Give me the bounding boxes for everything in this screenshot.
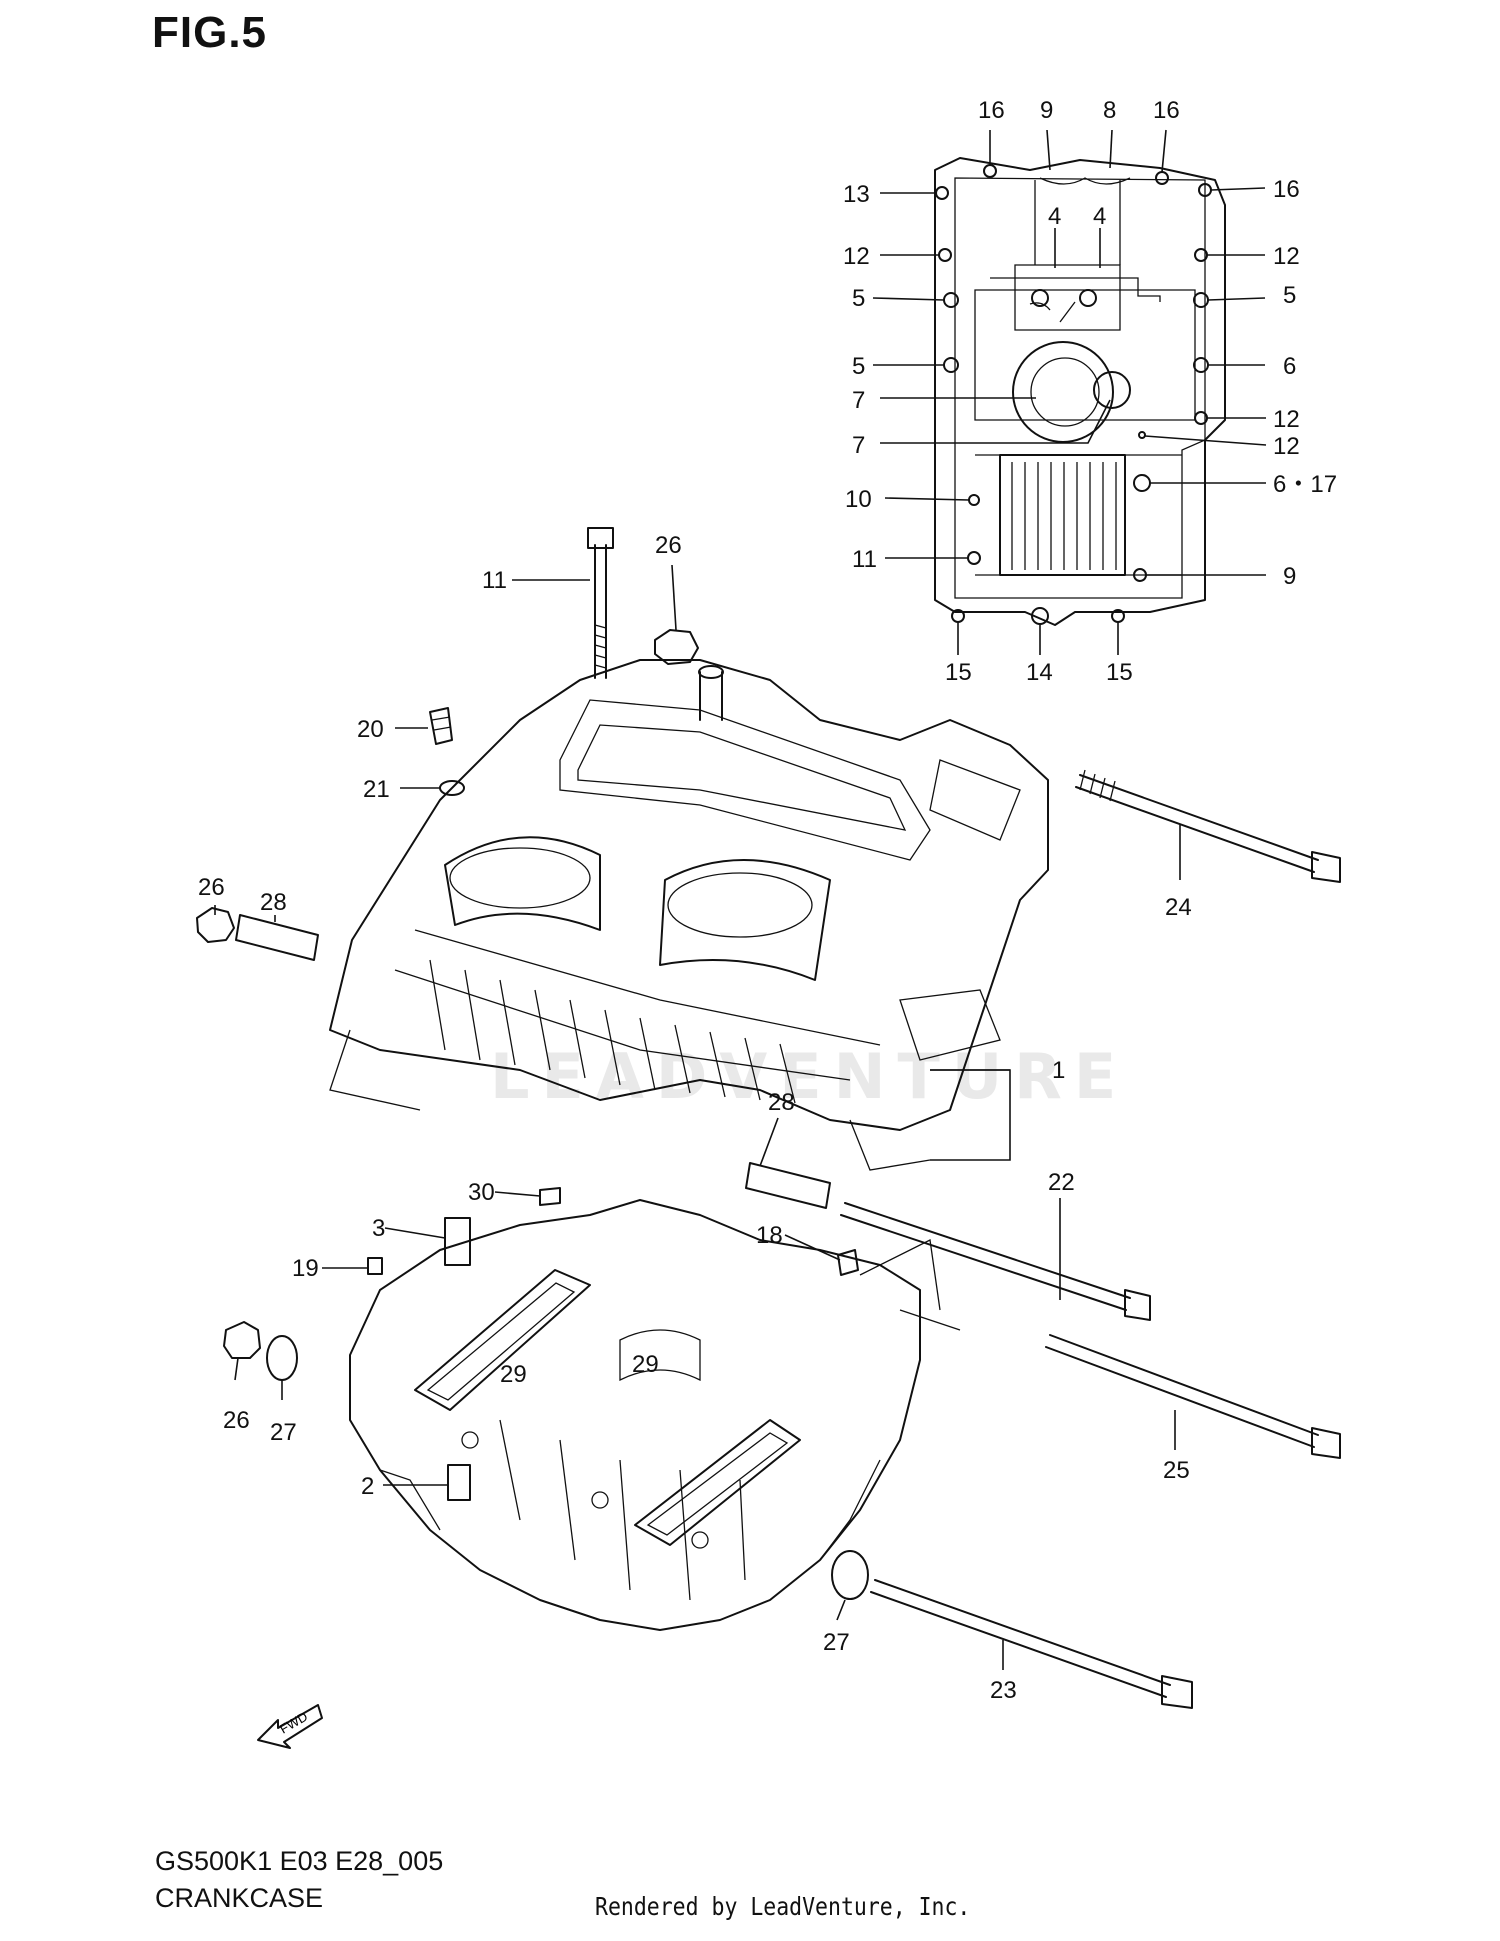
- dowel-3: [444, 1217, 471, 1266]
- screw-30: [539, 1187, 561, 1206]
- callout-label: 9: [1283, 563, 1296, 590]
- callout-label: 6・17: [1273, 471, 1337, 498]
- dowel-28-left: [235, 914, 319, 961]
- fitting-20: [429, 707, 453, 745]
- callout-label: 4: [1048, 203, 1061, 230]
- leader-lines: [214, 129, 1267, 1670]
- callout-label: 19: [292, 1255, 319, 1282]
- seal-27-upper: [266, 1335, 298, 1381]
- callout-label: 12: [1273, 406, 1300, 433]
- inset-callouts: 16 9 8 16 13 16 4 4 12 12 5 5 5 6 7 7 12…: [843, 97, 1337, 686]
- nut-26-upper: [654, 629, 699, 665]
- bolt-24: [1075, 769, 1341, 883]
- callout-label: 13: [843, 181, 870, 208]
- plug-19: [367, 1257, 383, 1275]
- callout-label: 29: [632, 1351, 659, 1378]
- seal-27-lower: [831, 1550, 869, 1600]
- bolt-25: [1045, 1334, 1341, 1459]
- nut-26-lower: [223, 1321, 261, 1359]
- figure-title: FIG.5: [152, 8, 268, 57]
- callout-label: 8: [1103, 97, 1116, 124]
- callout-label: 10: [845, 486, 872, 513]
- oil-pan-inset: [934, 157, 1226, 626]
- callout-label: 26: [655, 532, 682, 559]
- callout-label: 26: [198, 874, 225, 901]
- callout-label: 11: [852, 546, 877, 573]
- callout-label: 4: [1093, 203, 1106, 230]
- callout-label: 26: [223, 1407, 250, 1434]
- bolt-23: [870, 1579, 1193, 1709]
- callout-label: 23: [990, 1677, 1017, 1704]
- callout-label: 22: [1048, 1169, 1075, 1196]
- callout-label: 30: [468, 1179, 495, 1206]
- callout-label: 16: [1273, 176, 1300, 203]
- bolt-11: [587, 527, 614, 679]
- render-credit: Rendered by LeadVenture, Inc.: [595, 1892, 971, 1921]
- callout-label: 16: [1153, 97, 1180, 124]
- lower-crankcase: [349, 1199, 961, 1631]
- callout-label: 2: [361, 1473, 374, 1500]
- callout-label: 7: [852, 432, 865, 459]
- plug-18: [837, 1249, 859, 1276]
- dowel-28-center: [745, 1162, 831, 1209]
- callout-label: 16: [978, 97, 1005, 124]
- callout-label: 27: [823, 1629, 850, 1656]
- callout-label: 28: [768, 1089, 795, 1116]
- callout-label: 5: [1283, 282, 1296, 309]
- callout-label: 5: [852, 285, 865, 312]
- callout-label: 20: [357, 716, 384, 743]
- callout-label: 29: [500, 1361, 527, 1388]
- callout-label: 5: [852, 353, 865, 380]
- callout-label: 6: [1283, 353, 1296, 380]
- watermark-text: LEADVENTURE: [490, 1040, 1128, 1113]
- callout-label: 15: [1106, 659, 1133, 686]
- callout-label: 11: [482, 567, 507, 594]
- forward-arrow-icon: FWD: [257, 1704, 323, 1749]
- assembly-name: CRANKCASE: [155, 1883, 324, 1913]
- callout-label: 14: [1026, 659, 1053, 686]
- callout-label: 28: [260, 889, 287, 916]
- callout-label: 24: [1165, 894, 1192, 921]
- upper-crankcase: [329, 659, 1049, 1171]
- callout-label: 9: [1040, 97, 1053, 124]
- main-callouts: 11 26 20 21 24 26 28 1 28 22 30 3 18 19 …: [198, 532, 1192, 1704]
- callout-label: 12: [1273, 243, 1300, 270]
- dowel-2: [447, 1464, 471, 1501]
- callout-label: 3: [372, 1215, 385, 1242]
- callout-label: 18: [756, 1222, 783, 1249]
- callout-label: 7: [852, 387, 865, 414]
- model-code: GS500K1 E03 E28_005: [155, 1846, 444, 1876]
- callout-label: 12: [1273, 433, 1300, 460]
- callout-label: 1: [1052, 1057, 1065, 1084]
- callout-label: 21: [363, 776, 390, 803]
- callout-label: 27: [270, 1419, 297, 1446]
- callout-label: 12: [843, 243, 870, 270]
- callout-label: 15: [945, 659, 972, 686]
- bolt-22: [840, 1202, 1151, 1321]
- callout-label: 25: [1163, 1457, 1190, 1484]
